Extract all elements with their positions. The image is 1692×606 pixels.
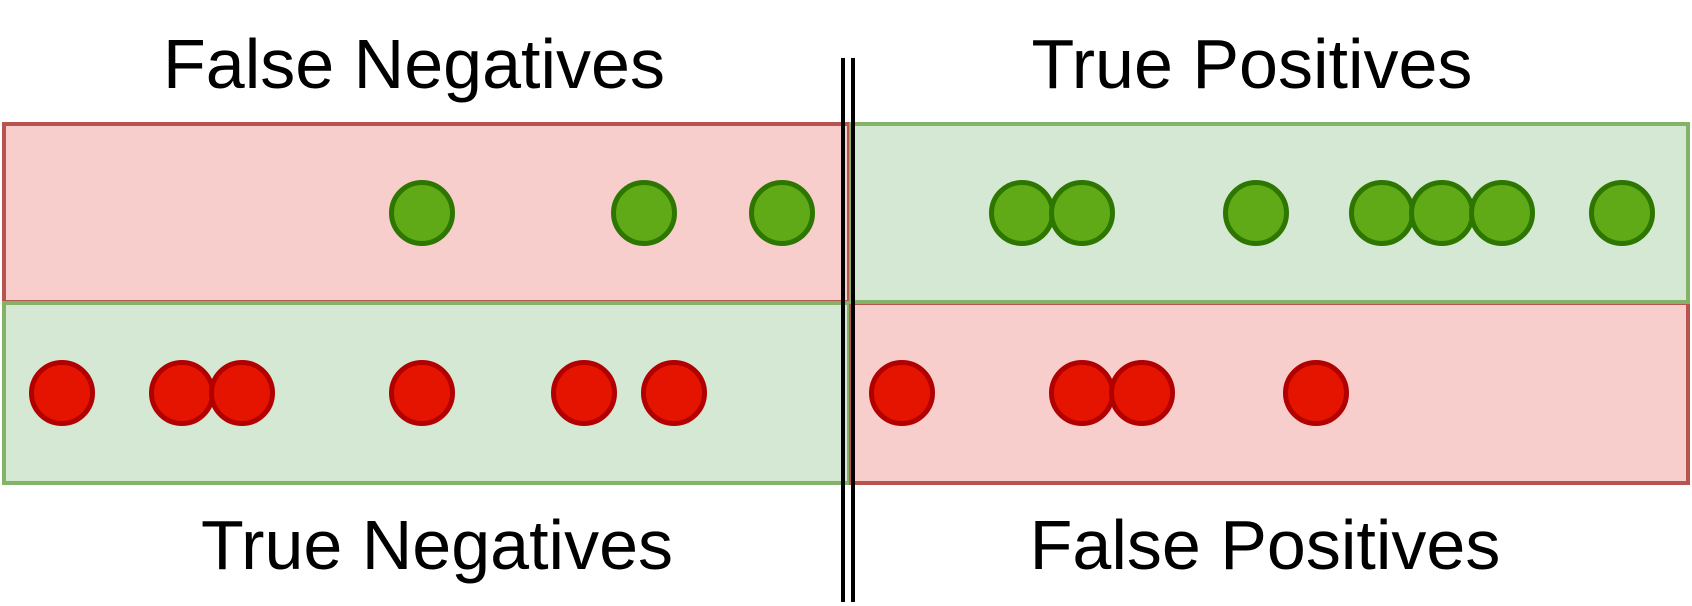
negative-dot [389,360,455,426]
negative-dot [1283,360,1349,426]
negative-dot [29,360,95,426]
false-positives-region [849,301,1690,485]
false-negatives-label: False Negatives [163,25,665,103]
negative-dot [1109,360,1175,426]
positive-samples [389,180,1655,246]
negative-dot [209,360,275,426]
positive-dot [1469,180,1535,246]
positive-dot [1589,180,1655,246]
negative-dot [641,360,707,426]
negative-dot [149,360,215,426]
positive-dot [749,180,815,246]
positive-dot [1223,180,1289,246]
positive-dot [1409,180,1475,246]
false-positives-label: False Positives [1030,506,1501,584]
negative-dot [1049,360,1115,426]
positive-dot [1049,180,1115,246]
positive-dot [1349,180,1415,246]
negative-dot [869,360,935,426]
negative-samples [29,360,1349,426]
true-negatives-label: True Negatives [201,506,673,584]
positive-dot [989,180,1055,246]
negative-dot [551,360,617,426]
positive-dot [611,180,677,246]
true-positives-label: True Positives [1032,25,1473,103]
positive-dot [389,180,455,246]
